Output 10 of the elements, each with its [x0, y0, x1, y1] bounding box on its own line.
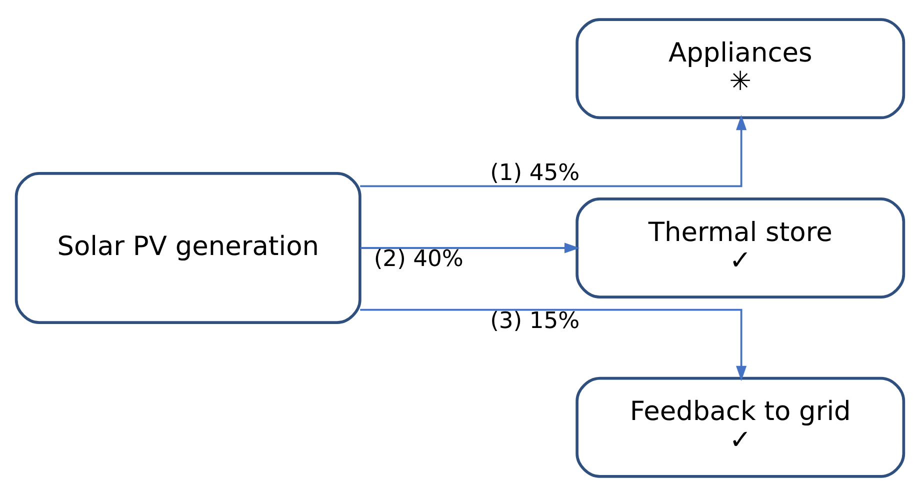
node-box: Thermal store ✓ — [576, 198, 906, 298]
node-box: Feedback to grid ✓ — [576, 376, 906, 478]
arrow — [360, 114, 747, 188]
edge-label: (3) 15% — [490, 308, 580, 334]
arrow — [360, 308, 747, 382]
arrow — [360, 242, 580, 254]
node-box: Appliances ✳ — [576, 18, 906, 120]
node-box: Solar PV generation — [14, 172, 362, 324]
edge-label: (1) 45% — [490, 160, 580, 186]
edge-label: (2) 40% — [374, 246, 464, 272]
